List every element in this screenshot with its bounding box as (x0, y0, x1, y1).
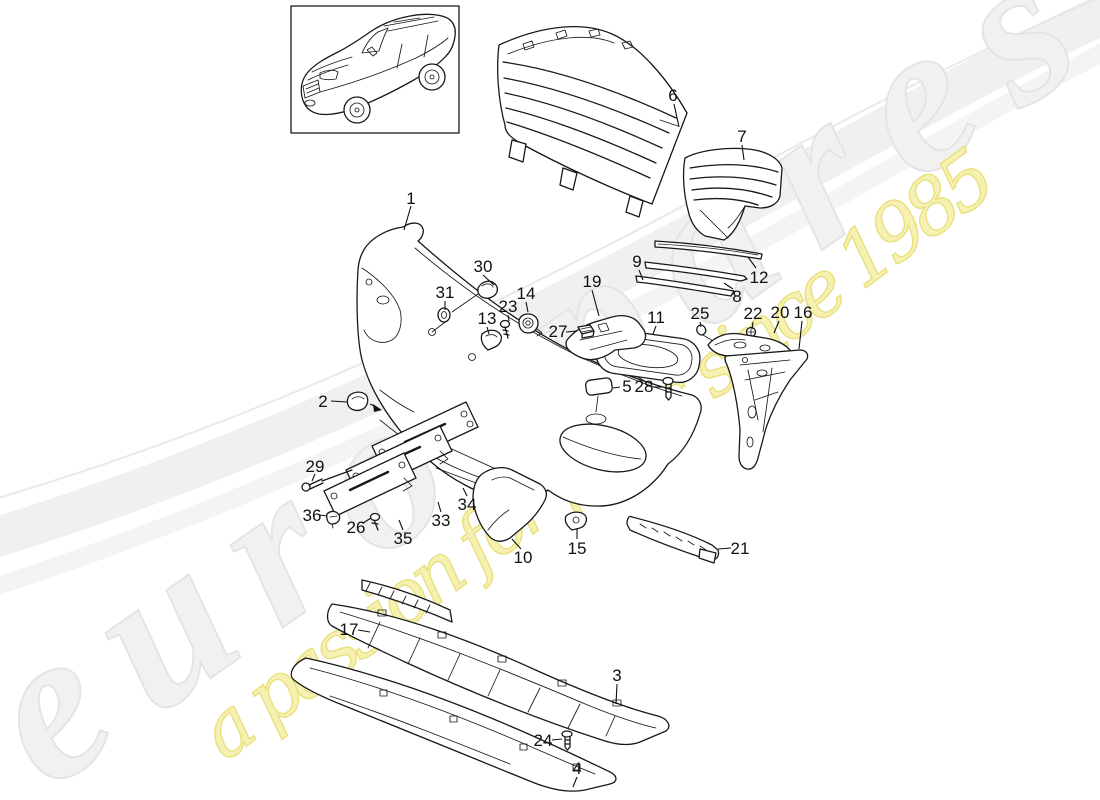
part-10-air-duct (472, 467, 547, 542)
part-label-33: 33 (432, 511, 451, 530)
part-label-12: 12 (750, 268, 769, 287)
part-label-36: 36 (303, 506, 322, 525)
part-label-35: 35 (394, 529, 413, 548)
part-3-front-spoiler (326, 579, 670, 746)
leader-line-8 (723, 282, 734, 290)
part-label-5: 5 (622, 377, 631, 396)
part-label-6: 6 (668, 86, 677, 105)
leader-line-23 (507, 314, 510, 322)
leader-line-33 (437, 501, 442, 513)
part-label-14: 14 (517, 284, 536, 303)
leader-line-5 (612, 386, 621, 389)
part-label-1: 1 (406, 189, 415, 208)
leader-line-27 (565, 330, 578, 333)
leader-line-26 (362, 517, 372, 524)
leader-line-11 (652, 325, 657, 335)
part-label-3: 3 (612, 666, 621, 685)
leader-line-24 (551, 738, 563, 741)
part-9-trim-strip (644, 261, 748, 282)
part-label-4: 4 (572, 759, 581, 778)
part-label-21: 21 (731, 539, 750, 558)
part-7-side-grille (682, 147, 783, 241)
leader-line-14 (525, 301, 529, 313)
part-23-screw (499, 319, 511, 339)
part-label-28: 28 (635, 377, 654, 396)
arrow-2-icon (373, 404, 382, 412)
part-label-13: 13 (478, 309, 497, 328)
part-label-34: 34 (458, 495, 477, 514)
part-label-25: 25 (691, 304, 710, 323)
part-30-clip (451, 280, 499, 313)
leader-line-22 (751, 321, 754, 330)
part-35-plate-bracket (323, 452, 417, 517)
part-label-22: 22 (744, 304, 763, 323)
part-28-screw (662, 376, 674, 401)
part-label-17: 17 (340, 620, 359, 639)
part-26-screw (369, 512, 381, 531)
vehicle-thumbnail (290, 5, 460, 134)
part-label-7: 7 (737, 127, 746, 146)
part-label-20: 20 (771, 303, 790, 322)
leader-line-17 (357, 629, 371, 633)
leader-line-2 (330, 400, 348, 403)
leader-line-1 (403, 205, 412, 231)
part-6-front-grille (497, 26, 688, 218)
part-label-2: 2 (318, 392, 327, 411)
part-5-cover (585, 377, 613, 396)
part-24-screw (561, 730, 573, 751)
leader-line-16 (798, 320, 803, 350)
leader-line-10 (511, 538, 522, 550)
part-29-screw (301, 469, 353, 492)
labels-layer: 1234567891011121314151617192021222324252… (303, 86, 813, 788)
part-label-11: 11 (647, 308, 665, 327)
leader-line-36 (319, 514, 328, 517)
part-16-side-bracket (724, 349, 809, 470)
part-label-19: 19 (583, 272, 602, 291)
leader-line-12 (747, 256, 757, 269)
leader-line-34 (462, 487, 468, 497)
leader-line-29 (311, 473, 316, 482)
leader-line-3 (615, 683, 618, 705)
part-13-bracket (480, 329, 502, 351)
leader-line-35 (398, 519, 404, 531)
leader-line-25 (699, 321, 702, 328)
part-label-24: 24 (534, 731, 553, 750)
leader-line-19 (591, 289, 600, 317)
part-label-23: 23 (499, 297, 518, 316)
leader-line-13 (486, 326, 490, 335)
part-8-trim-strip (635, 275, 735, 297)
part-4-lower-spoiler (290, 657, 617, 792)
background-swoosh (0, 0, 1100, 595)
leader-line-4 (572, 776, 578, 788)
part-label-30: 30 (474, 257, 493, 276)
part-14-sensor (518, 313, 543, 337)
part-label-16: 16 (794, 303, 813, 322)
leader-line-9 (638, 269, 644, 281)
leader-line-7 (741, 144, 745, 161)
part-15-bracket (564, 511, 587, 531)
part-27-nut (577, 324, 595, 339)
part-label-8: 8 (732, 287, 741, 306)
part-31-grommet (431, 307, 451, 333)
part-label-15: 15 (568, 539, 587, 558)
part-label-27: 27 (549, 322, 568, 341)
vehicle-illustration (300, 13, 456, 124)
part-label-9: 9 (632, 252, 641, 271)
leader-line-21 (717, 547, 732, 550)
part-36-clip (326, 510, 341, 529)
part-label-29: 29 (306, 457, 325, 476)
part-label-10: 10 (514, 548, 533, 567)
part-21-lower-strip (626, 515, 720, 564)
leader-line-6 (673, 103, 680, 128)
leader-line-20 (773, 320, 780, 334)
part-5-link-line (595, 395, 599, 413)
part-12-trim-strip (654, 240, 763, 260)
part-2-tow-cover (346, 391, 382, 412)
part-label-31: 31 (436, 283, 455, 302)
leader-line-30 (482, 274, 495, 286)
part-label-26: 26 (347, 518, 366, 537)
